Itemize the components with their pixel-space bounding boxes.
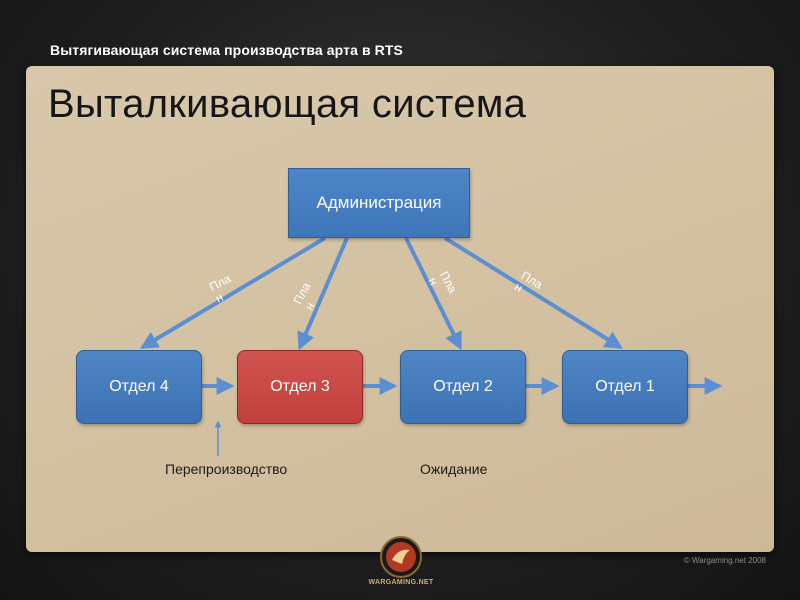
- waiting-label: Ожидание: [420, 461, 488, 477]
- copyright-text: © Wargaming.net 2008: [683, 556, 766, 565]
- plan-arrow-dept3: [297, 237, 349, 351]
- slide-title: Выталкивающая система: [48, 82, 527, 126]
- admin-box: Администрация: [288, 168, 470, 238]
- logo-text: WARGAMING.NET: [368, 579, 434, 586]
- plan-arrow-dept4: [139, 236, 327, 349]
- slide-panel: [26, 66, 774, 552]
- wargaming-logo-icon: [380, 536, 422, 578]
- dept-1-box: Отдел 1: [562, 350, 688, 424]
- overproduction-label: Перепроизводство: [165, 461, 288, 477]
- header-title: Вытягивающая система производства арта в…: [50, 42, 403, 58]
- dept-4-box: Отдел 4: [76, 350, 202, 424]
- plan-arrow-dept1: [443, 236, 624, 349]
- plan-arrow-dept2: [404, 237, 462, 351]
- dept-2-box: Отдел 2: [400, 350, 526, 424]
- dept-3-box: Отдел 3: [237, 350, 363, 424]
